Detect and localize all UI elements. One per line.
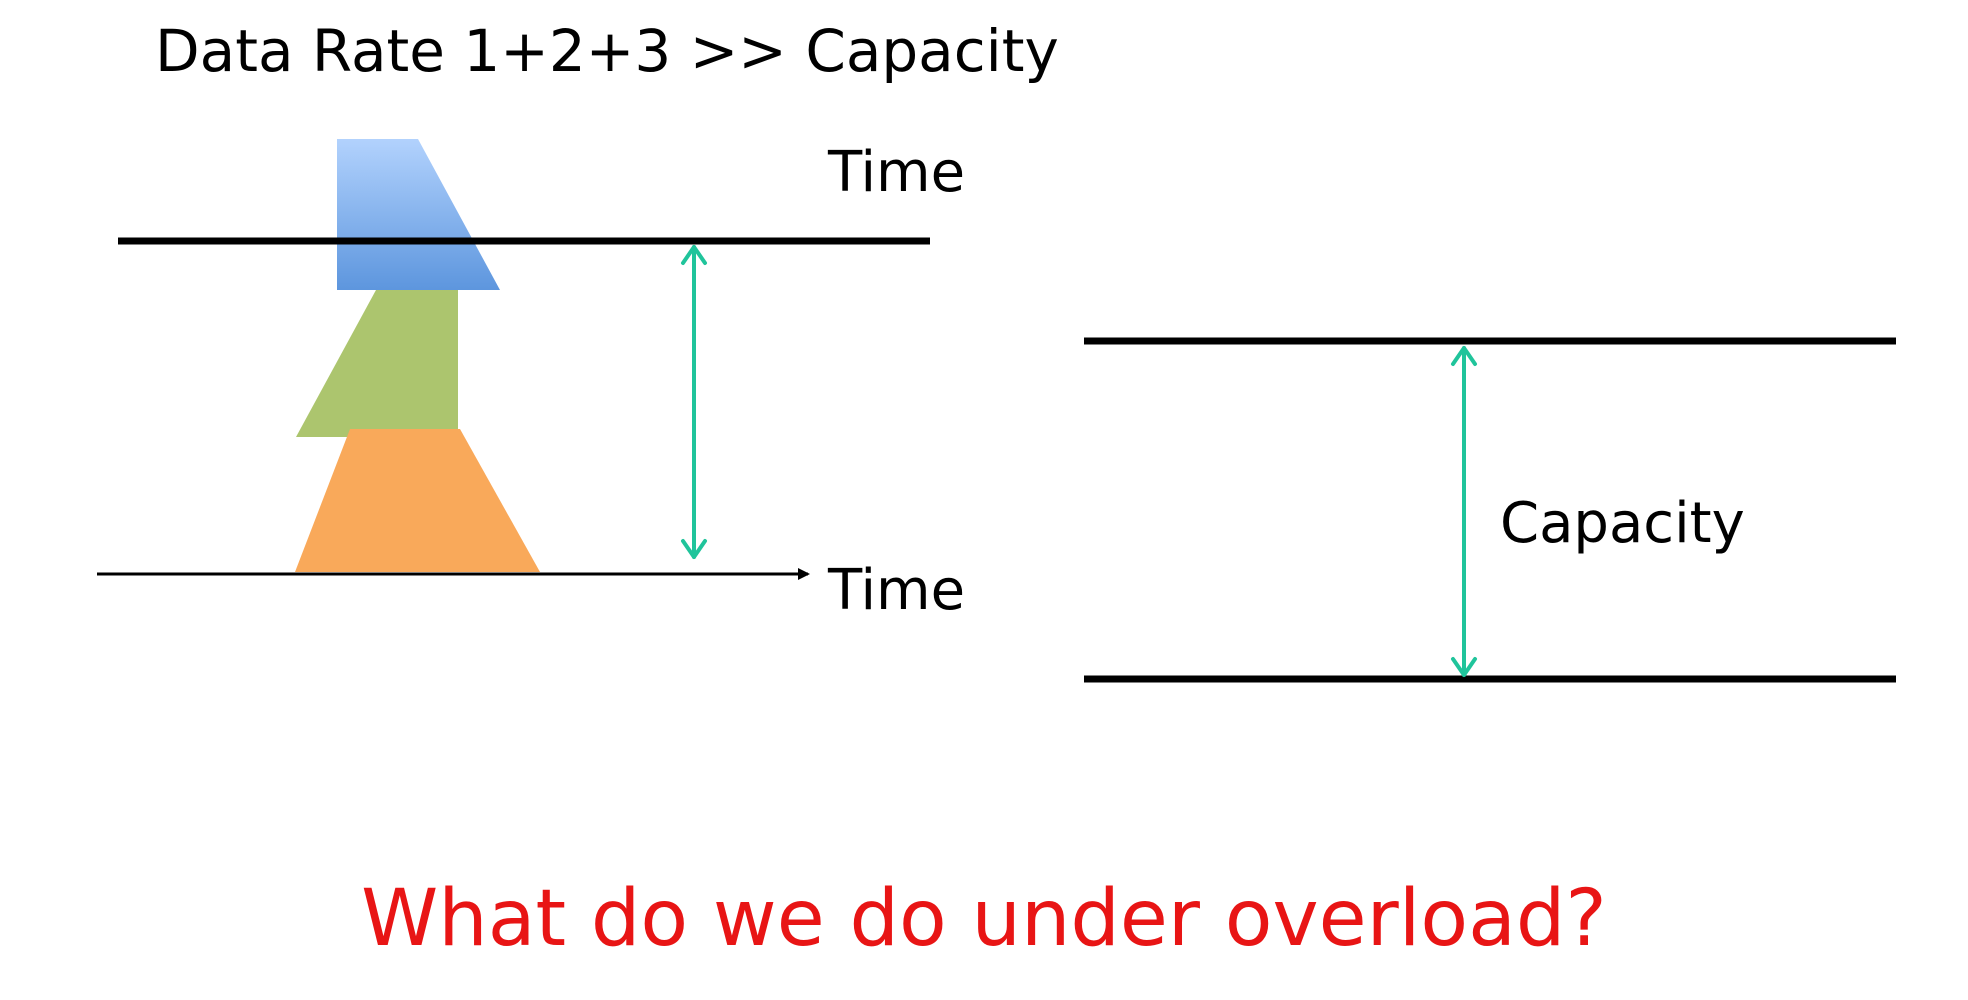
top-time-label: Time [828,140,966,205]
flow-1-shape [337,139,500,290]
flow-2-shape [296,290,458,437]
overload-question: What do we do under overload? [361,874,1607,964]
left-diagram-title: Data Rate 1+2+3 >> Capacity [155,17,1059,85]
capacity-label: Capacity [1500,491,1745,556]
left-capacity-arrow [681,245,707,559]
bottom-time-label: Time [828,558,966,623]
right-capacity-arrow [1451,346,1477,677]
flow-3-shape [295,429,540,572]
